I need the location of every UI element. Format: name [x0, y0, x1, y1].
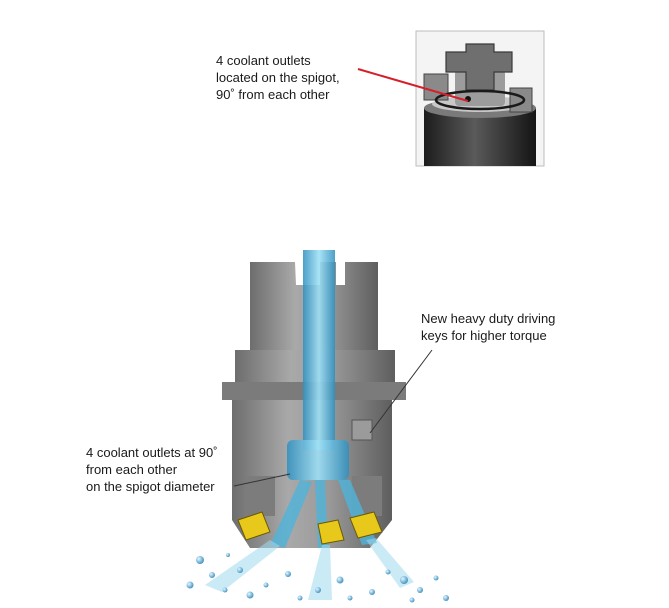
- spigot-detail-inset: [415, 30, 545, 167]
- outlets-leader-line: [233, 473, 291, 487]
- coolant-spray: [186, 538, 449, 603]
- top-callout-label: 4 coolant outlets located on the spigot,…: [216, 53, 340, 102]
- coolant-outlets-callout-label: 4 coolant outlets at 90˚ from each other…: [86, 445, 218, 494]
- cutting-inserts: [237, 511, 383, 545]
- driving-keys-callout-label: New heavy duty driving keys for higher t…: [421, 311, 556, 343]
- top-leader-line: [357, 68, 469, 102]
- keys-leader-line: [369, 349, 433, 434]
